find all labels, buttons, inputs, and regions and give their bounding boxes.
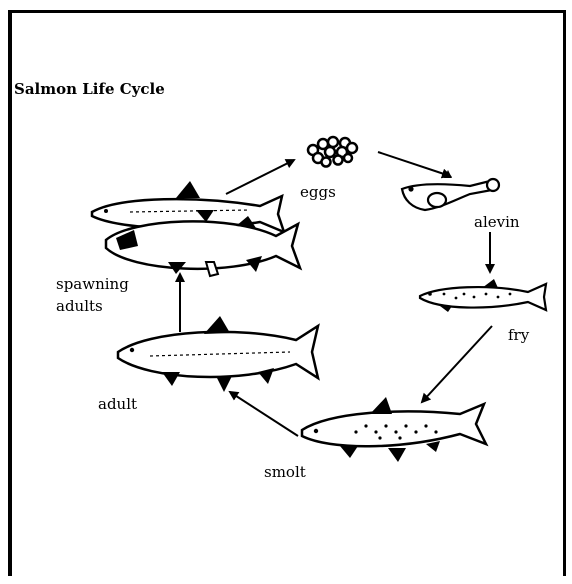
arrow-spawning-to-eggs [226,160,294,194]
smolt-illustration [302,397,486,462]
stage-label-adult: adult [98,394,137,414]
adult-illustration [118,316,318,392]
arrow-eggs-to-alevin [378,152,450,176]
stage-label-fry: fry [508,325,529,345]
stage-label-eggs: eggs [300,182,336,202]
stage-label-smolt: smolt [264,462,306,482]
stage-label-adults: adults [56,296,103,316]
eggs-illustration [308,137,357,167]
stage-label-alevin: alevin [474,212,520,232]
alevin-illustration [402,170,499,210]
stage-label-spawning: spawning [56,274,129,294]
fry-illustration [420,279,546,312]
arrow-smolt-to-adult [230,392,298,436]
spawning-adults-illustration [92,181,300,276]
arrow-fry-to-smolt [422,326,492,402]
